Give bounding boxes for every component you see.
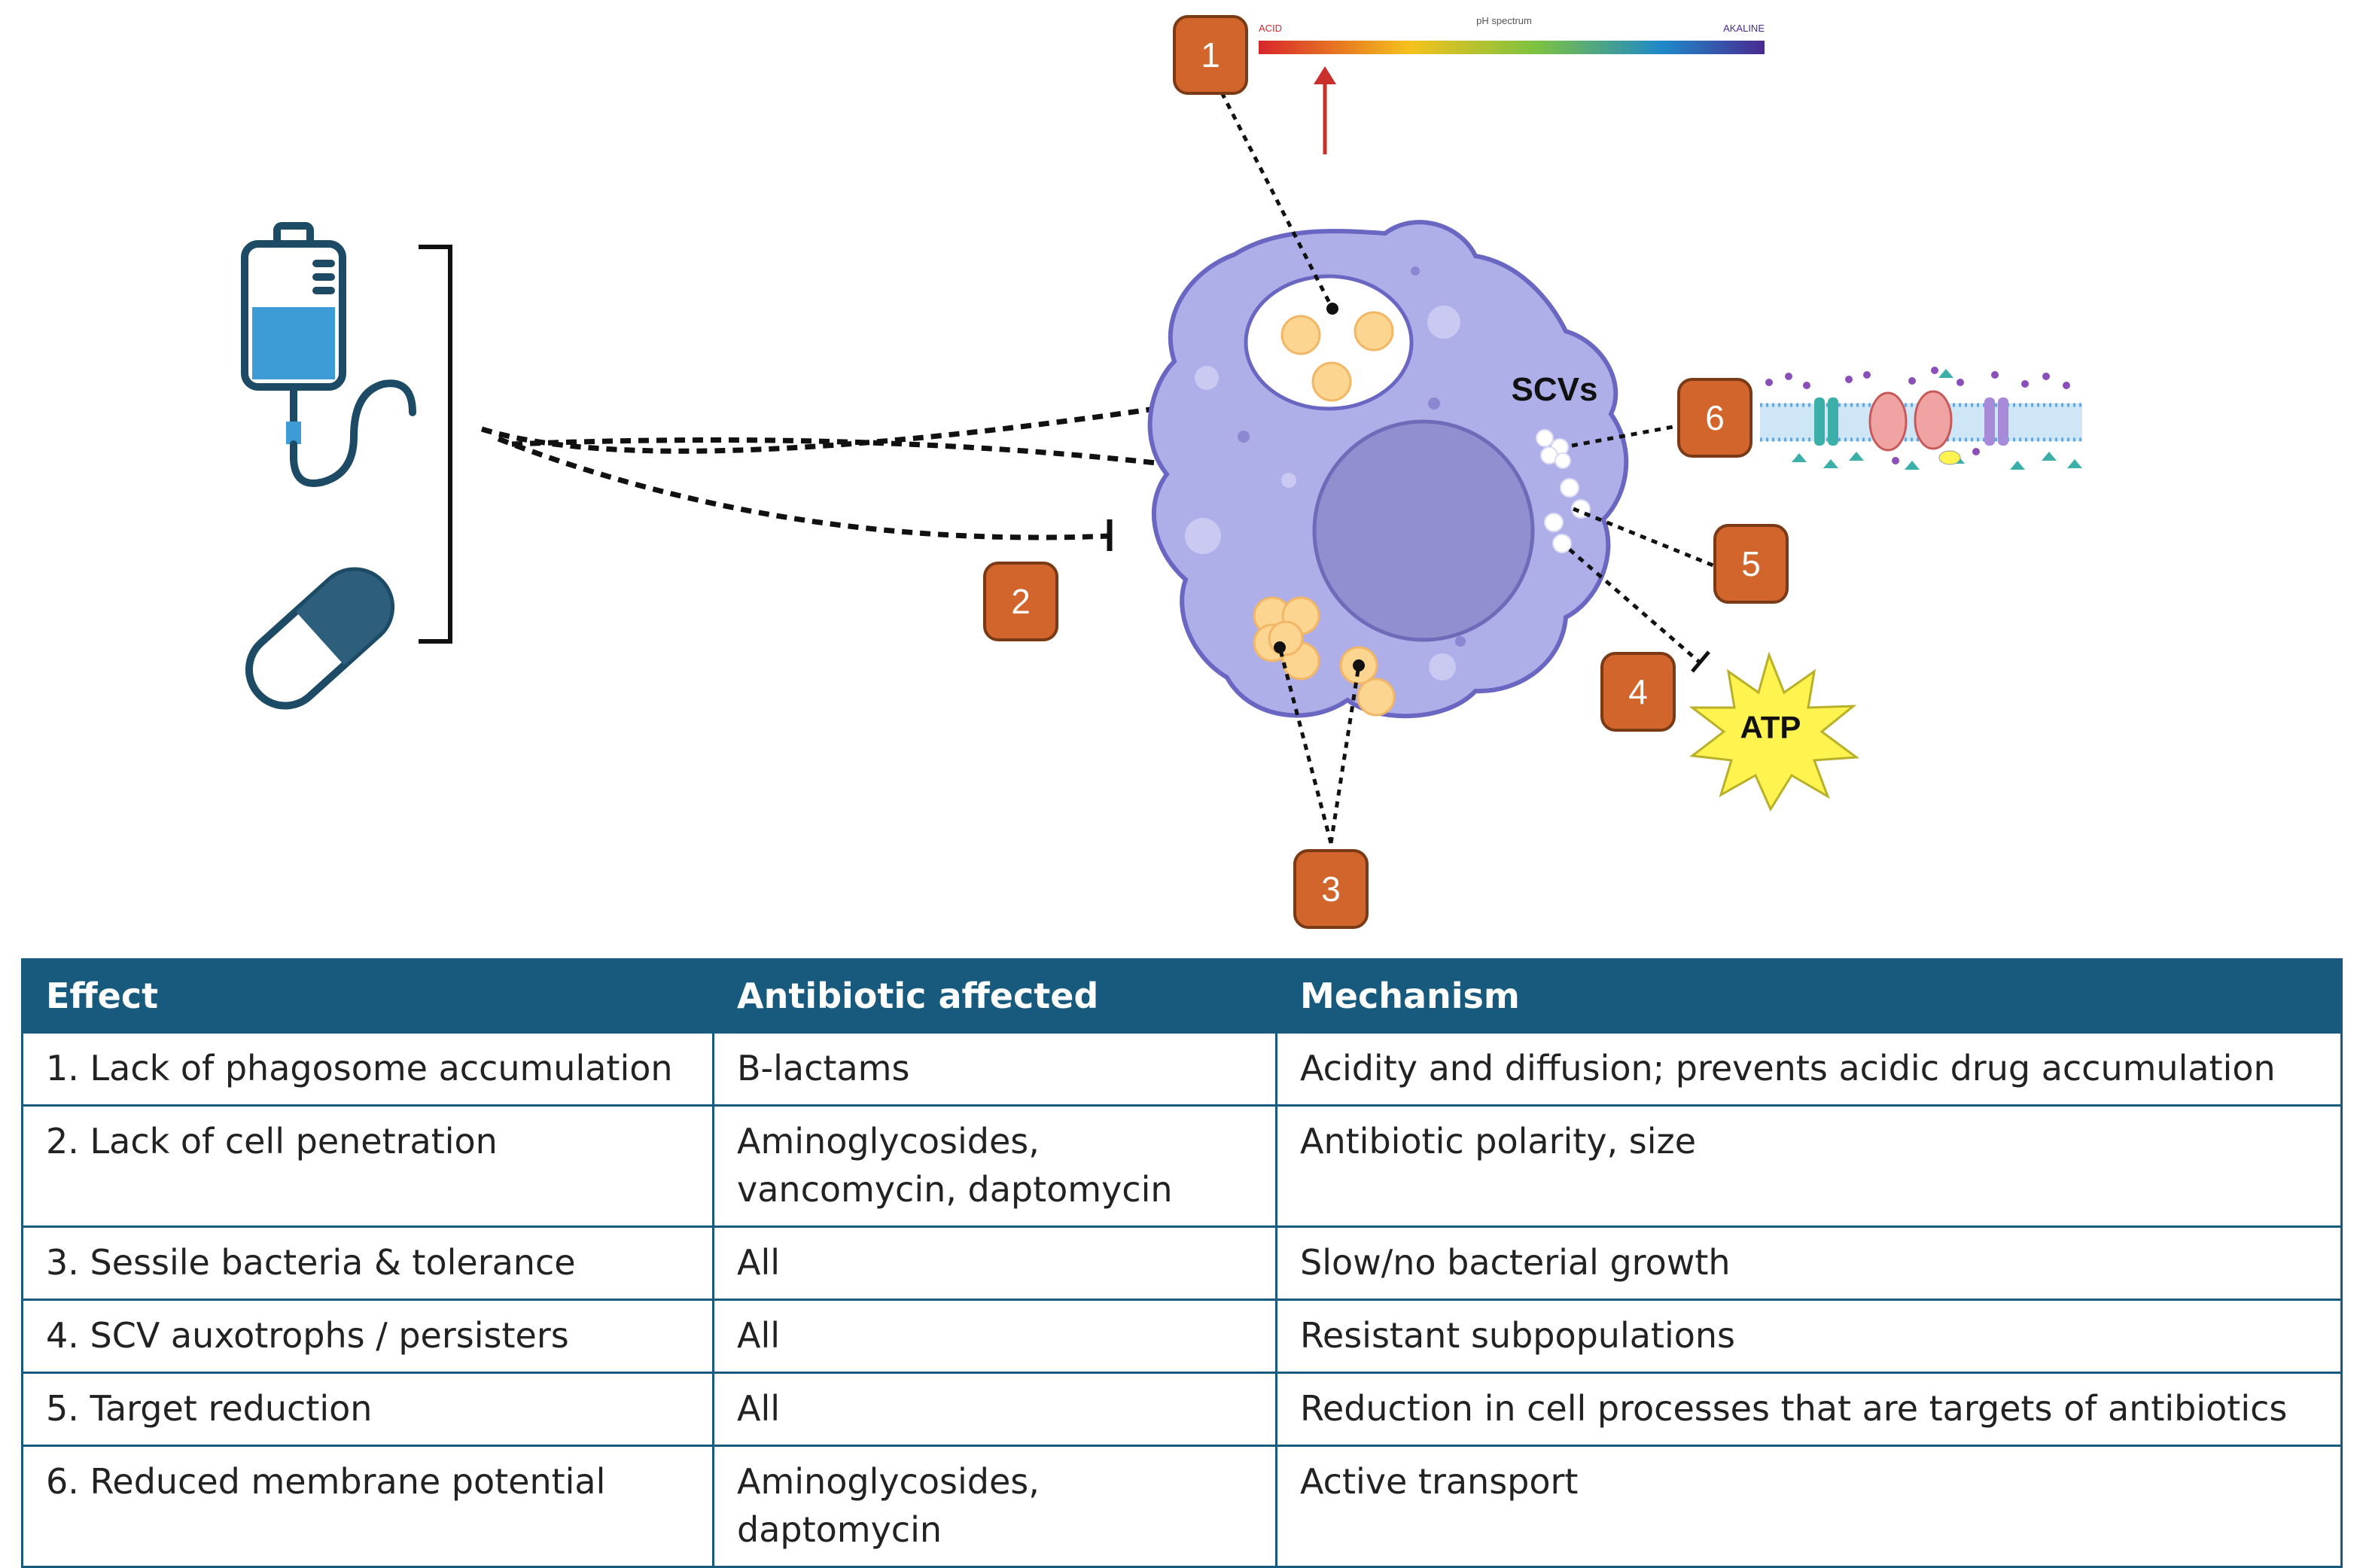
phagosome: [1244, 274, 1414, 411]
table-header-row: Effect Antibiotic affected Mechanism: [21, 958, 2343, 1034]
marker-5: 5: [1713, 524, 1789, 604]
bacteria-cluster: [1253, 596, 1396, 717]
ph-acid-label: ACID: [1259, 23, 1282, 34]
cell-mechanism: Resistant subpopulations: [1275, 1299, 2343, 1374]
cell-effect: 3. Sessile bacteria & tolerance: [21, 1225, 714, 1301]
cell-mechanism: Antibiotic polarity, size: [1275, 1104, 2343, 1228]
table-row: 3. Sessile bacteria & tolerance All Slow…: [21, 1225, 2343, 1301]
penetration-arrows: [480, 385, 1238, 551]
table-row: 4. SCV auxotrophs / persisters All Resis…: [21, 1299, 2343, 1374]
cell-antibiotic: All: [712, 1372, 1277, 1447]
marker-1: 1: [1173, 15, 1248, 95]
ph-alkaline-label: AKALINE: [1723, 23, 1765, 34]
cell-antibiotic: Aminoglycosides, vancomycin, daptomycin: [712, 1104, 1277, 1228]
ph-gradient-bar: [1259, 41, 1765, 54]
cell-effect: 2. Lack of cell penetration: [21, 1104, 714, 1228]
ph-spectrum-title: pH spectrum: [1476, 15, 1532, 26]
header-mechanism: Mechanism: [1275, 958, 2343, 1034]
svg-text:6: 6: [1705, 398, 1725, 437]
atp-burst: ATP: [1689, 651, 1860, 812]
table-row: 6. Reduced membrane potential Aminoglyco…: [21, 1445, 2343, 1568]
nucleus: [1312, 419, 1535, 642]
cell-effect: 4. SCV auxotrophs / persisters: [21, 1299, 714, 1374]
scv-label: SCVs: [1512, 371, 1598, 408]
cell-effect: 5. Target reduction: [21, 1372, 714, 1447]
drug-bracket: [419, 245, 452, 644]
svg-text:4: 4: [1628, 672, 1648, 711]
atp-label: ATP: [1740, 710, 1801, 745]
macrophage-cell: SCVs: [1147, 220, 1629, 719]
table-row: 1. Lack of phagosome accumulation B-lact…: [21, 1031, 2343, 1107]
table-row: 2. Lack of cell penetration Aminoglycosi…: [21, 1104, 2343, 1228]
pointer-lines: [1220, 91, 1716, 844]
iv-bag-icon: [241, 222, 416, 487]
cell-mechanism: Acidity and diffusion; prevents acidic d…: [1275, 1031, 2343, 1107]
marker-2: 2: [983, 562, 1058, 641]
cell-mechanism: Active transport: [1275, 1445, 2343, 1568]
header-effect: Effect: [21, 958, 714, 1034]
table-row: 5. Target reduction All Reduction in cel…: [21, 1372, 2343, 1447]
scv-vesicles: [1536, 429, 1591, 553]
svg-text:1: 1: [1201, 35, 1220, 75]
header-antibiotic: Antibiotic affected: [712, 958, 1277, 1034]
cell-effect: 1. Lack of phagosome accumulation: [21, 1031, 714, 1107]
svg-text:3: 3: [1321, 869, 1341, 909]
cell-antibiotic: All: [712, 1225, 1277, 1301]
marker-4: 4: [1600, 652, 1676, 732]
svg-text:2: 2: [1011, 582, 1031, 621]
capsule-icon: [245, 567, 395, 710]
ph-arrow-head: [1314, 66, 1336, 84]
cell-mechanism: Slow/no bacterial growth: [1275, 1225, 2343, 1301]
ph-spectrum: ACID pH spectrum AKALINE: [1259, 15, 1765, 154]
cell-antibiotic: B-lactams: [712, 1031, 1277, 1107]
cell-antibiotic: Aminoglycosides, daptomycin: [712, 1445, 1277, 1568]
marker-3: 3: [1293, 849, 1369, 929]
cell-mechanism: Reduction in cell processes that are tar…: [1275, 1372, 2343, 1447]
svg-text:5: 5: [1741, 544, 1761, 583]
cell-antibiotic: All: [712, 1299, 1277, 1374]
effects-table: Effect Antibiotic affected Mechanism 1. …: [21, 958, 2343, 1568]
mechanism-diagram: ACID pH spectrum AKALINE: [241, 15, 2082, 929]
marker-6: 6: [1677, 378, 1752, 458]
membrane-strip: [1760, 367, 2082, 470]
cell-effect: 6. Reduced membrane potential: [21, 1445, 714, 1568]
